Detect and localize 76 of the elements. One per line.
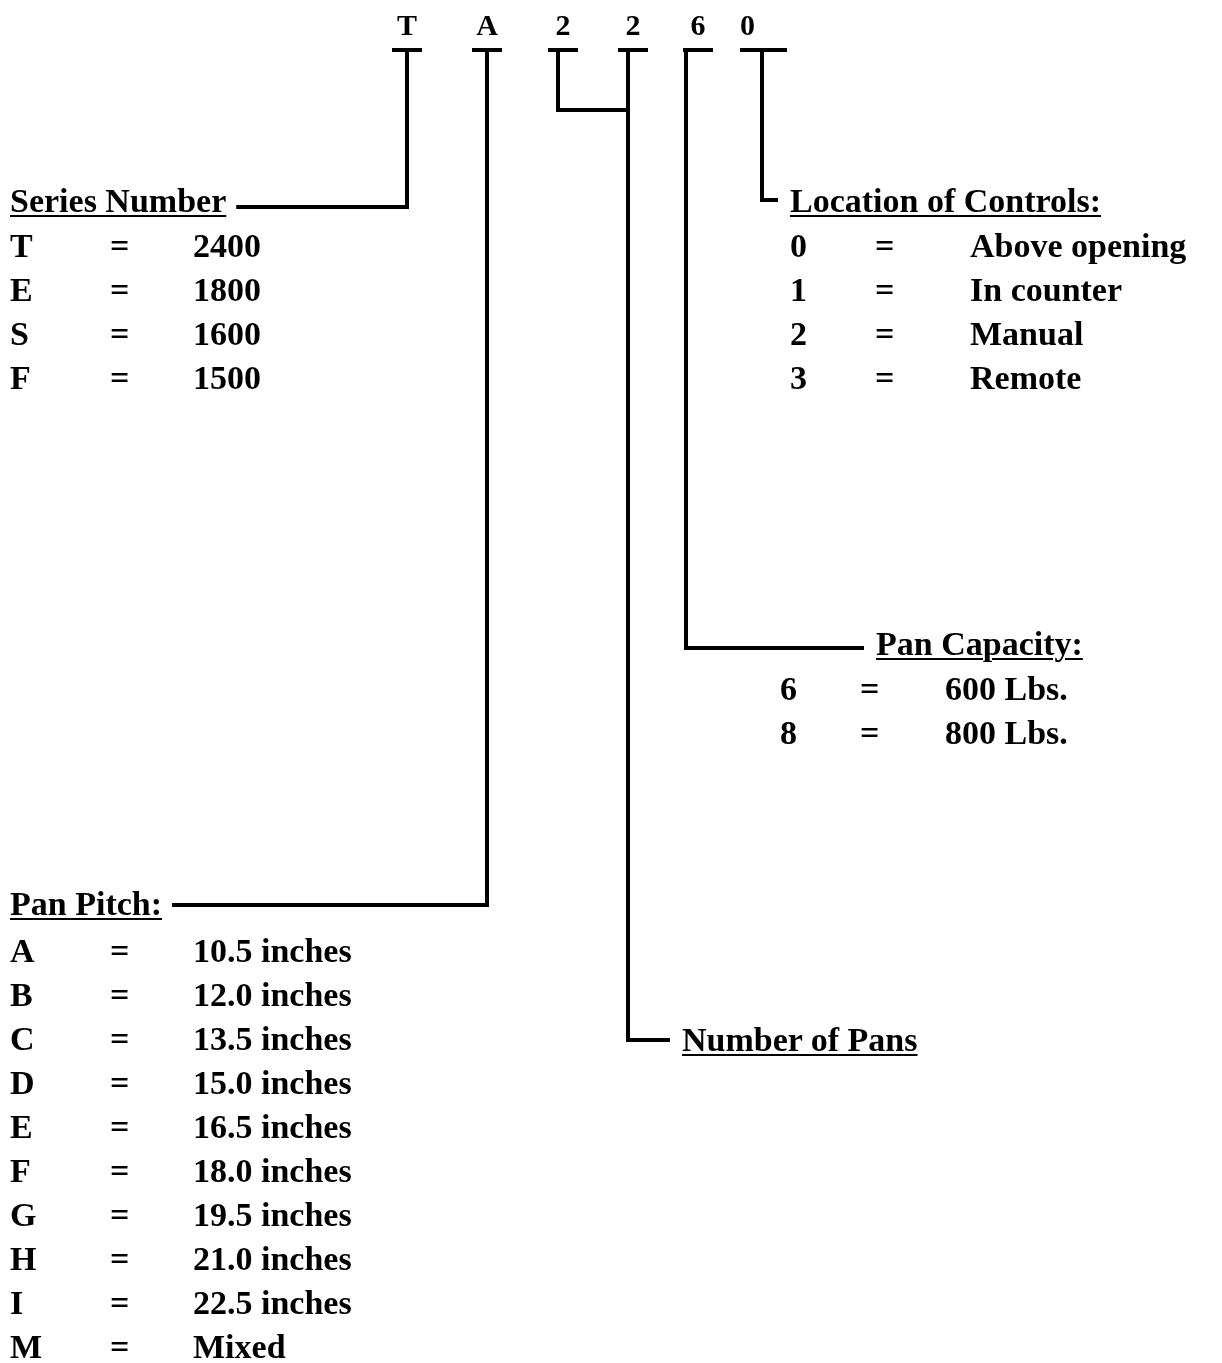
equals-sign: = [110, 228, 130, 264]
equals-sign: = [860, 671, 880, 707]
code-key: A [10, 933, 35, 969]
code-key: B [10, 977, 33, 1013]
equals-sign: = [110, 933, 130, 969]
code-meaning: 2400 [193, 228, 261, 264]
code-meaning: 1600 [193, 316, 261, 352]
section-heading: Pan Capacity: [876, 626, 1083, 662]
code-meaning: 22.5 inches [193, 1285, 352, 1321]
code-character: 2 [548, 5, 578, 52]
code-meaning: 13.5 inches [193, 1021, 352, 1057]
code-meaning: Above opening [970, 228, 1187, 264]
code-meaning: 15.0 inches [193, 1065, 352, 1101]
code-key: C [10, 1021, 35, 1057]
leader-line [172, 52, 489, 907]
code-meaning: Mixed [193, 1329, 286, 1363]
code-character: T [392, 5, 422, 52]
code-meaning: 19.5 inches [193, 1197, 352, 1233]
code-meaning: 16.5 inches [193, 1109, 352, 1145]
equals-sign: = [110, 1197, 130, 1233]
code-key: F [10, 360, 31, 396]
equals-sign: = [110, 1241, 130, 1277]
code-key: I [10, 1285, 24, 1321]
equals-sign: = [110, 1021, 130, 1057]
code-meaning: 1800 [193, 272, 261, 308]
equals-sign: = [110, 316, 130, 352]
code-meaning: 10.5 inches [193, 933, 352, 969]
leader-line [236, 52, 409, 209]
code-meaning: 1500 [193, 360, 261, 396]
code-key: G [10, 1197, 37, 1233]
code-key: E [10, 1109, 33, 1145]
code-key: M [10, 1329, 43, 1363]
leader-line [626, 52, 670, 1042]
code-key: 3 [790, 360, 807, 396]
section-heading: Series Number [10, 183, 227, 219]
leader-line [684, 52, 864, 650]
section-heading: Number of Pans [682, 1022, 918, 1058]
equals-sign: = [110, 360, 130, 396]
section-heading: Pan Pitch: [10, 886, 163, 922]
code-key: E [10, 272, 33, 308]
equals-sign: = [110, 272, 130, 308]
code-meaning: 21.0 inches [193, 1241, 352, 1277]
code-key: F [10, 1153, 31, 1189]
code-meaning: 600 Lbs. [945, 671, 1068, 707]
equals-sign: = [875, 316, 895, 352]
code-meaning: 18.0 inches [193, 1153, 352, 1189]
code-meaning: 12.0 inches [193, 977, 352, 1013]
section-heading: Location of Controls: [790, 183, 1102, 219]
code-key: 0 [790, 228, 807, 264]
code-key: 8 [780, 715, 797, 751]
equals-sign: = [110, 1285, 130, 1321]
code-character: 0 [740, 5, 787, 52]
code-character: A [472, 5, 502, 52]
equals-sign: = [875, 360, 895, 396]
code-key: H [10, 1241, 37, 1277]
code-key: S [10, 316, 29, 352]
equals-sign: = [110, 1109, 130, 1145]
code-key: 2 [790, 316, 807, 352]
code-meaning: Remote [970, 360, 1082, 396]
equals-sign: = [875, 272, 895, 308]
code-meaning: Manual [970, 316, 1084, 352]
code-key: 6 [780, 671, 797, 707]
code-character: 2 [618, 5, 648, 52]
equals-sign: = [110, 1153, 130, 1189]
code-character: 6 [683, 5, 713, 52]
equals-sign: = [110, 977, 130, 1013]
equals-sign: = [860, 715, 880, 751]
equals-sign: = [875, 228, 895, 264]
code-meaning: In counter [970, 272, 1123, 308]
code-key: D [10, 1065, 35, 1101]
equals-sign: = [110, 1065, 130, 1101]
code-key: 1 [790, 272, 807, 308]
leader-line [760, 52, 778, 202]
code-key: T [10, 228, 33, 264]
equals-sign: = [110, 1329, 130, 1363]
code-meaning: 800 Lbs. [945, 715, 1068, 751]
